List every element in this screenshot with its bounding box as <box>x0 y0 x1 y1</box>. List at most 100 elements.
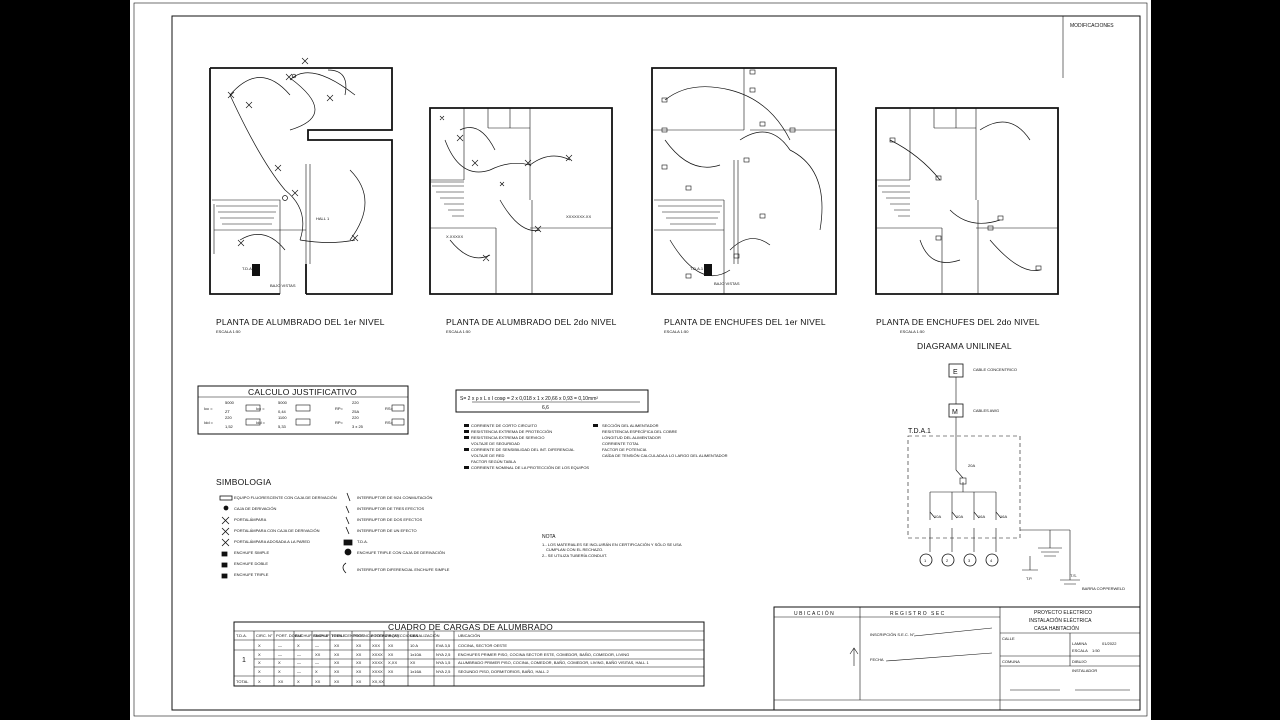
diagram-toa-label: T.D.A.1 <box>908 428 931 435</box>
toa-enclosure <box>907 435 1021 539</box>
breaker-label-2: 10A <box>956 514 963 519</box>
svg-text:VOLTAJE DE SEGURIDAD: VOLTAJE DE SEGURIDAD <box>471 441 520 446</box>
svg-text:RESISTENCIA EXTREMA DE SERVICI: RESISTENCIA EXTREMA DE SERVICIO <box>471 435 545 440</box>
svg-text:ENCHUF. TRIPLE: ENCHUF. TRIPLE <box>313 633 346 638</box>
svg-text:INTERRUPTOR DE TRES EFECTOS: INTERRUPTOR DE TRES EFECTOS <box>357 506 424 511</box>
plan-outlets-level-2: PLANTA DE ENCHUFES DEL 2do NIVEL ESCALA … <box>875 107 1059 334</box>
calculation-title: CALCULO JUSTIFICATIVO <box>248 387 357 397</box>
loads-canalization: NYA 1,5 <box>436 660 451 665</box>
svg-text:5000: 5000 <box>278 400 288 405</box>
ground-note: BARRA COPPERWELD <box>1082 586 1125 591</box>
loads-total-label: TOTAL <box>236 679 249 684</box>
loads-cell: XX <box>388 669 394 674</box>
loads-cell: — <box>278 643 282 648</box>
svg-text:PORTALÁMPARA: PORTALÁMPARA <box>234 517 267 522</box>
loads-cell: — <box>278 652 282 657</box>
loads-cell: XX <box>356 660 362 665</box>
svg-text:INTERRUPTOR DE DOS EFECTOS: INTERRUPTOR DE DOS EFECTOS <box>357 517 423 522</box>
loads-cell: X <box>258 660 261 665</box>
installer-label: INSTALADOR <box>1072 668 1097 673</box>
loads-location: COCINA, SECTOR OESTE <box>458 643 507 648</box>
svg-text:POTENCIA (W): POTENCIA (W) <box>371 633 399 638</box>
loads-cell: X <box>278 660 281 665</box>
breaker-label-3: 16A <box>978 514 985 519</box>
svg-text:EQUIPO FLUORESCENTE CON CAJA D: EQUIPO FLUORESCENTE CON CAJA DE DERIVACI… <box>234 495 337 500</box>
loads-cell: XXXX <box>372 669 383 674</box>
project-title: PROYECTO ELECTRICO <box>1034 610 1092 616</box>
loads-cell: XXXX <box>372 660 383 665</box>
loads-total-cell: XX,XX <box>372 679 384 684</box>
plan-outlets-level-1: T.D.A.1 BAJO VISTAS PLANTA DE ENCHUFES D… <box>651 67 837 334</box>
svg-text:3 x 25: 3 x 25 <box>352 424 364 429</box>
svg-text:220: 220 <box>352 415 359 420</box>
svg-text:FACTOR SEGÚN TABLA: FACTOR SEGÚN TABLA <box>471 459 516 464</box>
toa-box-plan-1 <box>252 264 260 276</box>
svg-text:PORTALÁMPARA ADOSADA A LA PARE: PORTALÁMPARA ADOSADA A LA PARED <box>234 539 310 544</box>
svg-text:0,44: 0,44 <box>278 409 287 414</box>
svg-text:220: 220 <box>352 400 359 405</box>
loads-protection: 10 A <box>410 643 418 648</box>
svg-text:ENCHUFE SIMPLE: ENCHUFE SIMPLE <box>234 550 269 555</box>
svg-text:RP=: RP= <box>335 406 344 411</box>
svg-text:CANALIZACIÓN: CANALIZACIÓN <box>410 633 440 638</box>
loads-total-cell: XX <box>356 679 362 684</box>
svg-text:INTERRUPTOR DIFERENCIAL ENCHUF: INTERRUPTOR DIFERENCIAL ENCHUFE SIMPLE <box>357 567 450 572</box>
loads-canalization: NYA 2,5 <box>436 669 451 674</box>
plan-lighting-level-1: T.D.A.1 BAJO VISTAS HALL 1 PLANTA DE ALU… <box>209 57 393 334</box>
symbology-title: SIMBOLOGIA <box>216 477 272 487</box>
note-line-2: CUMPLAN CON EL RECHAZO. <box>546 547 603 552</box>
circuit-3: 3 <box>968 558 971 563</box>
loads-cell: XX <box>334 660 340 665</box>
loads-cell: XX <box>315 652 321 657</box>
dibujo-label: DIBUJO <box>1072 659 1087 664</box>
loads-cell: XX <box>334 643 340 648</box>
loads-cell: — <box>315 643 319 648</box>
loads-cell: X <box>297 643 300 648</box>
svg-text:ZT: ZT <box>225 409 230 414</box>
location-header: UBICACIÓN <box>794 610 835 617</box>
loads-total-cell: X <box>258 679 261 684</box>
loads-canalization: NYA 2,5 <box>436 652 451 657</box>
loads-table-title: CUADRO DE CARGAS DE ALUMBRADO <box>388 622 553 632</box>
diagram-title: DIAGRAMA UNILINEAL <box>917 341 1012 351</box>
svg-text:5,33: 5,33 <box>278 424 287 429</box>
svg-text:1100: 1100 <box>278 415 287 420</box>
note-line-3: 2.- SE UTILIZA TUBERÍA CONDUIT. <box>542 553 607 558</box>
breaker-label-4: 16A <box>1000 514 1007 519</box>
cable-awg-label: CABLES AWG <box>973 408 999 413</box>
plan-title-4: PLANTA DE ENCHUFES DEL 2do NIVEL <box>876 317 1040 327</box>
loads-cell: XX <box>388 643 394 648</box>
svg-text:25A: 25A <box>352 409 359 414</box>
plan-scale-4: ESCALA 1:50 <box>900 329 925 334</box>
installation-type: INSTALACIÓN ELÉCTRICA <box>1029 617 1092 624</box>
svg-text:RS=: RS= <box>385 406 394 411</box>
svg-text:1,52: 1,52 <box>225 424 234 429</box>
note-block: NOTA 1.- LOS MATERIALES SE INCLUIRÁN EN … <box>542 534 682 558</box>
room-label-plan-2a: X.XXXXX <box>446 234 463 239</box>
plan-lighting-level-2: X.XXXXX XXXXXXX.XX PLANTA DE ALUMBRADO D… <box>429 107 617 334</box>
svg-text:Icc =: Icc = <box>204 406 213 411</box>
loads-cell: X <box>315 669 318 674</box>
lamina-value: 01/2022 <box>1102 641 1117 646</box>
diagram-box-m: M <box>952 409 958 416</box>
breaker-label-1: 10A <box>934 514 941 519</box>
legend-terms: CORRIENTE DE CORTO CIRCUITO RESISTENCIA … <box>464 423 728 470</box>
plan-title-2: PLANTA DE ALUMBRADO DEL 2do NIVEL <box>446 317 617 327</box>
svg-text:INTERRUPTOR DE 9/24 CONMUTACIÓ: INTERRUPTOR DE 9/24 CONMUTACIÓN <box>357 495 433 500</box>
inscription-label: INSCRIPCIÓN S.E.C. N° <box>870 632 915 637</box>
loads-cell: X <box>258 652 261 657</box>
svg-text:POTENCIA TOTAL: POTENCIA TOTAL <box>353 633 388 638</box>
svg-text:PORTALÁMPARA CON CAJA DE DERIV: PORTALÁMPARA CON CAJA DE DERIVACIÓN <box>234 528 320 533</box>
registry-header: REGISTRO SEC <box>890 611 946 617</box>
loads-cell: XXX <box>372 643 380 648</box>
loads-cell: XX <box>356 643 362 648</box>
svg-text:RP=: RP= <box>335 420 344 425</box>
calle-label: CALLE <box>1002 636 1015 641</box>
svg-text:CAJA DE DERIVACIÓN: CAJA DE DERIVACIÓN <box>234 506 276 511</box>
ground-ts-label: T.S. <box>1070 573 1077 578</box>
loads-cell: X,XX <box>388 660 397 665</box>
loads-cell: X <box>278 669 281 674</box>
date-label: FECHA <box>870 657 884 662</box>
inner-border <box>171 15 1141 711</box>
bajo-vistas-plan-1: BAJO VISTAS <box>270 283 296 288</box>
